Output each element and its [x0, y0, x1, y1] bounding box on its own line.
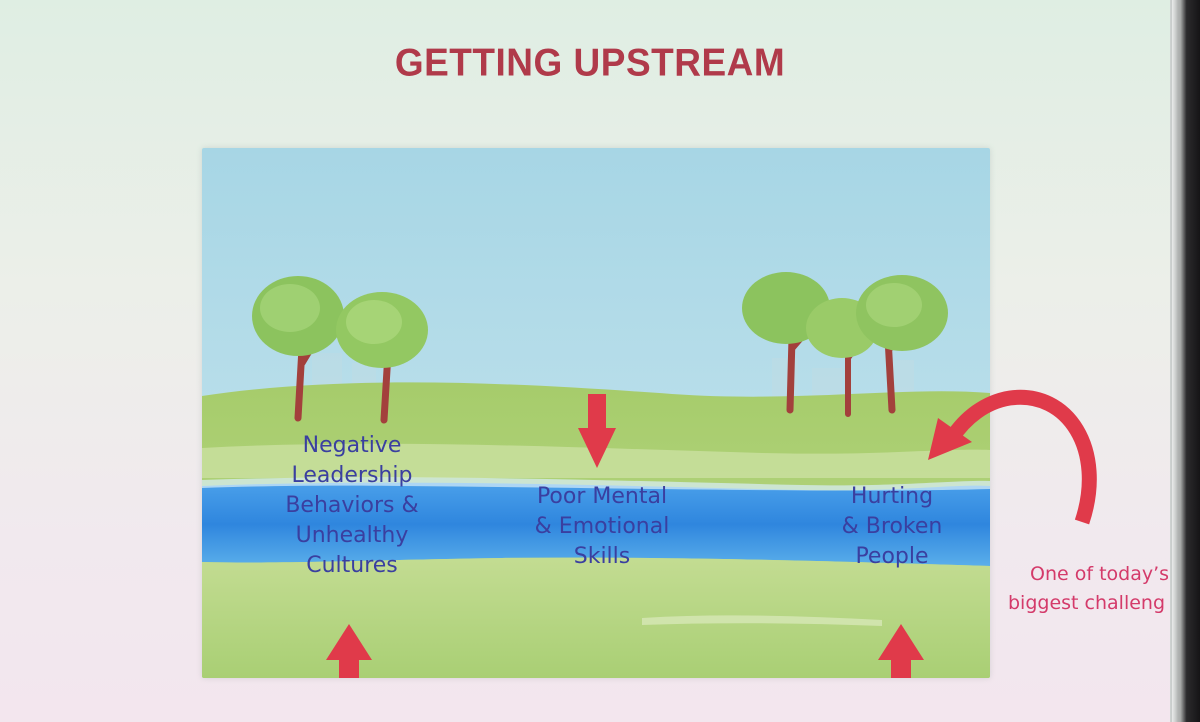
label-right-line: People [855, 544, 929, 569]
annotation-line: biggest challeng [1008, 592, 1166, 614]
label-center-line: & Emotional [534, 514, 670, 539]
scene-illustration [202, 148, 990, 678]
label-left-line: Unhealthy [295, 523, 409, 548]
arrow-up-icon [326, 624, 372, 678]
arrow-down-icon [578, 394, 616, 468]
tree-icon [336, 292, 428, 424]
river-scene: Negative Leadership Behaviors & Unhealth… [202, 148, 990, 678]
slide-title: GETTING UPSTREAM [394, 40, 786, 84]
label-left-line: Negative [302, 433, 402, 458]
label-left-line: Cultures [306, 553, 398, 578]
label-left: Negative Leadership Behaviors & Unhealth… [252, 431, 452, 581]
label-center: Poor Mental & Emotional Skills [502, 482, 702, 572]
annotation-line: One of today’s [1030, 563, 1170, 585]
river [202, 482, 990, 566]
label-right: Hurting & Broken People [792, 482, 990, 572]
label-left-line: Behaviors & [285, 493, 419, 518]
label-right-line: & Broken [841, 514, 943, 539]
river-foam-top [202, 477, 990, 491]
label-center-line: Skills [573, 544, 631, 569]
annotation-note: One of today’s biggest challeng [1008, 560, 1198, 618]
screen-edge-highlight [1172, 0, 1178, 722]
label-left-line: Leadership [291, 463, 413, 488]
label-center-line: Poor Mental [536, 484, 668, 509]
grass-bottom [202, 557, 990, 678]
tree-icon [856, 275, 948, 414]
tree-icon [252, 276, 344, 422]
label-right-line: Hurting [850, 484, 934, 509]
arrow-up-icon [878, 624, 924, 678]
grass-highlight [642, 615, 882, 626]
